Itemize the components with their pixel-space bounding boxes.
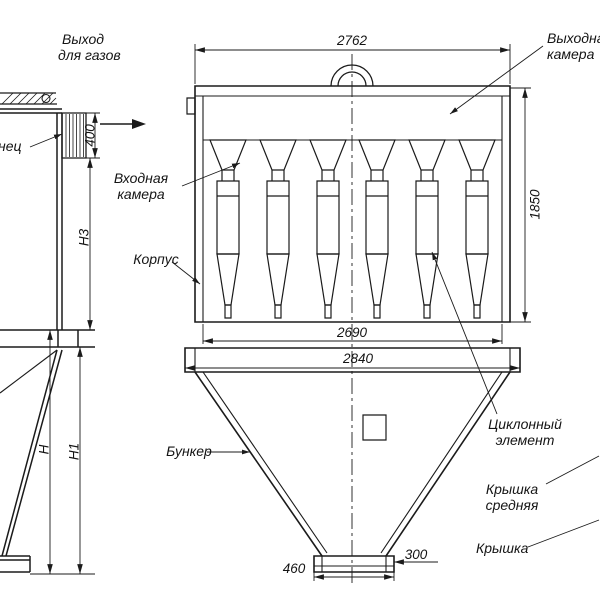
dim-body-height: 1850: [527, 189, 543, 220]
dim-gas-duct: 400: [82, 124, 98, 147]
callout-gas-outlet-line1: Выход: [62, 31, 105, 47]
callout-inlet-chamber-line1: Входная: [113, 170, 169, 186]
callout-hopper: Бункер: [166, 443, 212, 459]
gas-flow-arrow-icon: [132, 119, 146, 129]
callout-body: Корпус: [133, 251, 179, 267]
dim-h1: H1: [66, 442, 82, 461]
dim-top-width: 2762: [336, 33, 368, 48]
callout-cyclone-element-line1: Циклонный: [488, 416, 562, 432]
dim-bottom-outlet: 300: [404, 547, 428, 562]
dimension-lines: [47, 44, 531, 581]
front-view-linework: [184, 64, 521, 573]
dim-flange-outer: 2840: [342, 351, 374, 366]
callout-cover-middle-line2: средняя: [485, 497, 539, 513]
left-view-linework: [0, 92, 95, 575]
callout-inlet-chamber-line2: камера: [117, 186, 165, 202]
leader-lines: [29, 45, 600, 548]
dim-bottom-flange: 460: [282, 561, 306, 576]
dim-h3: H3: [76, 228, 92, 247]
callout-cover-middle-line1: Крышка: [485, 481, 539, 497]
callout-outlet-chamber-line2: камера: [547, 46, 595, 62]
callout-outlet-chamber-line1: Выходная: [547, 30, 600, 46]
dim-h: H: [36, 444, 52, 455]
callout-cyclone-element-line2: элемент: [495, 432, 555, 448]
callout-cover: Крышка: [476, 540, 529, 556]
dim-flange-inner: 2690: [336, 325, 368, 340]
callout-flange-cut: нец: [0, 138, 22, 154]
callout-gas-outlet-line2: для газов: [58, 47, 121, 63]
